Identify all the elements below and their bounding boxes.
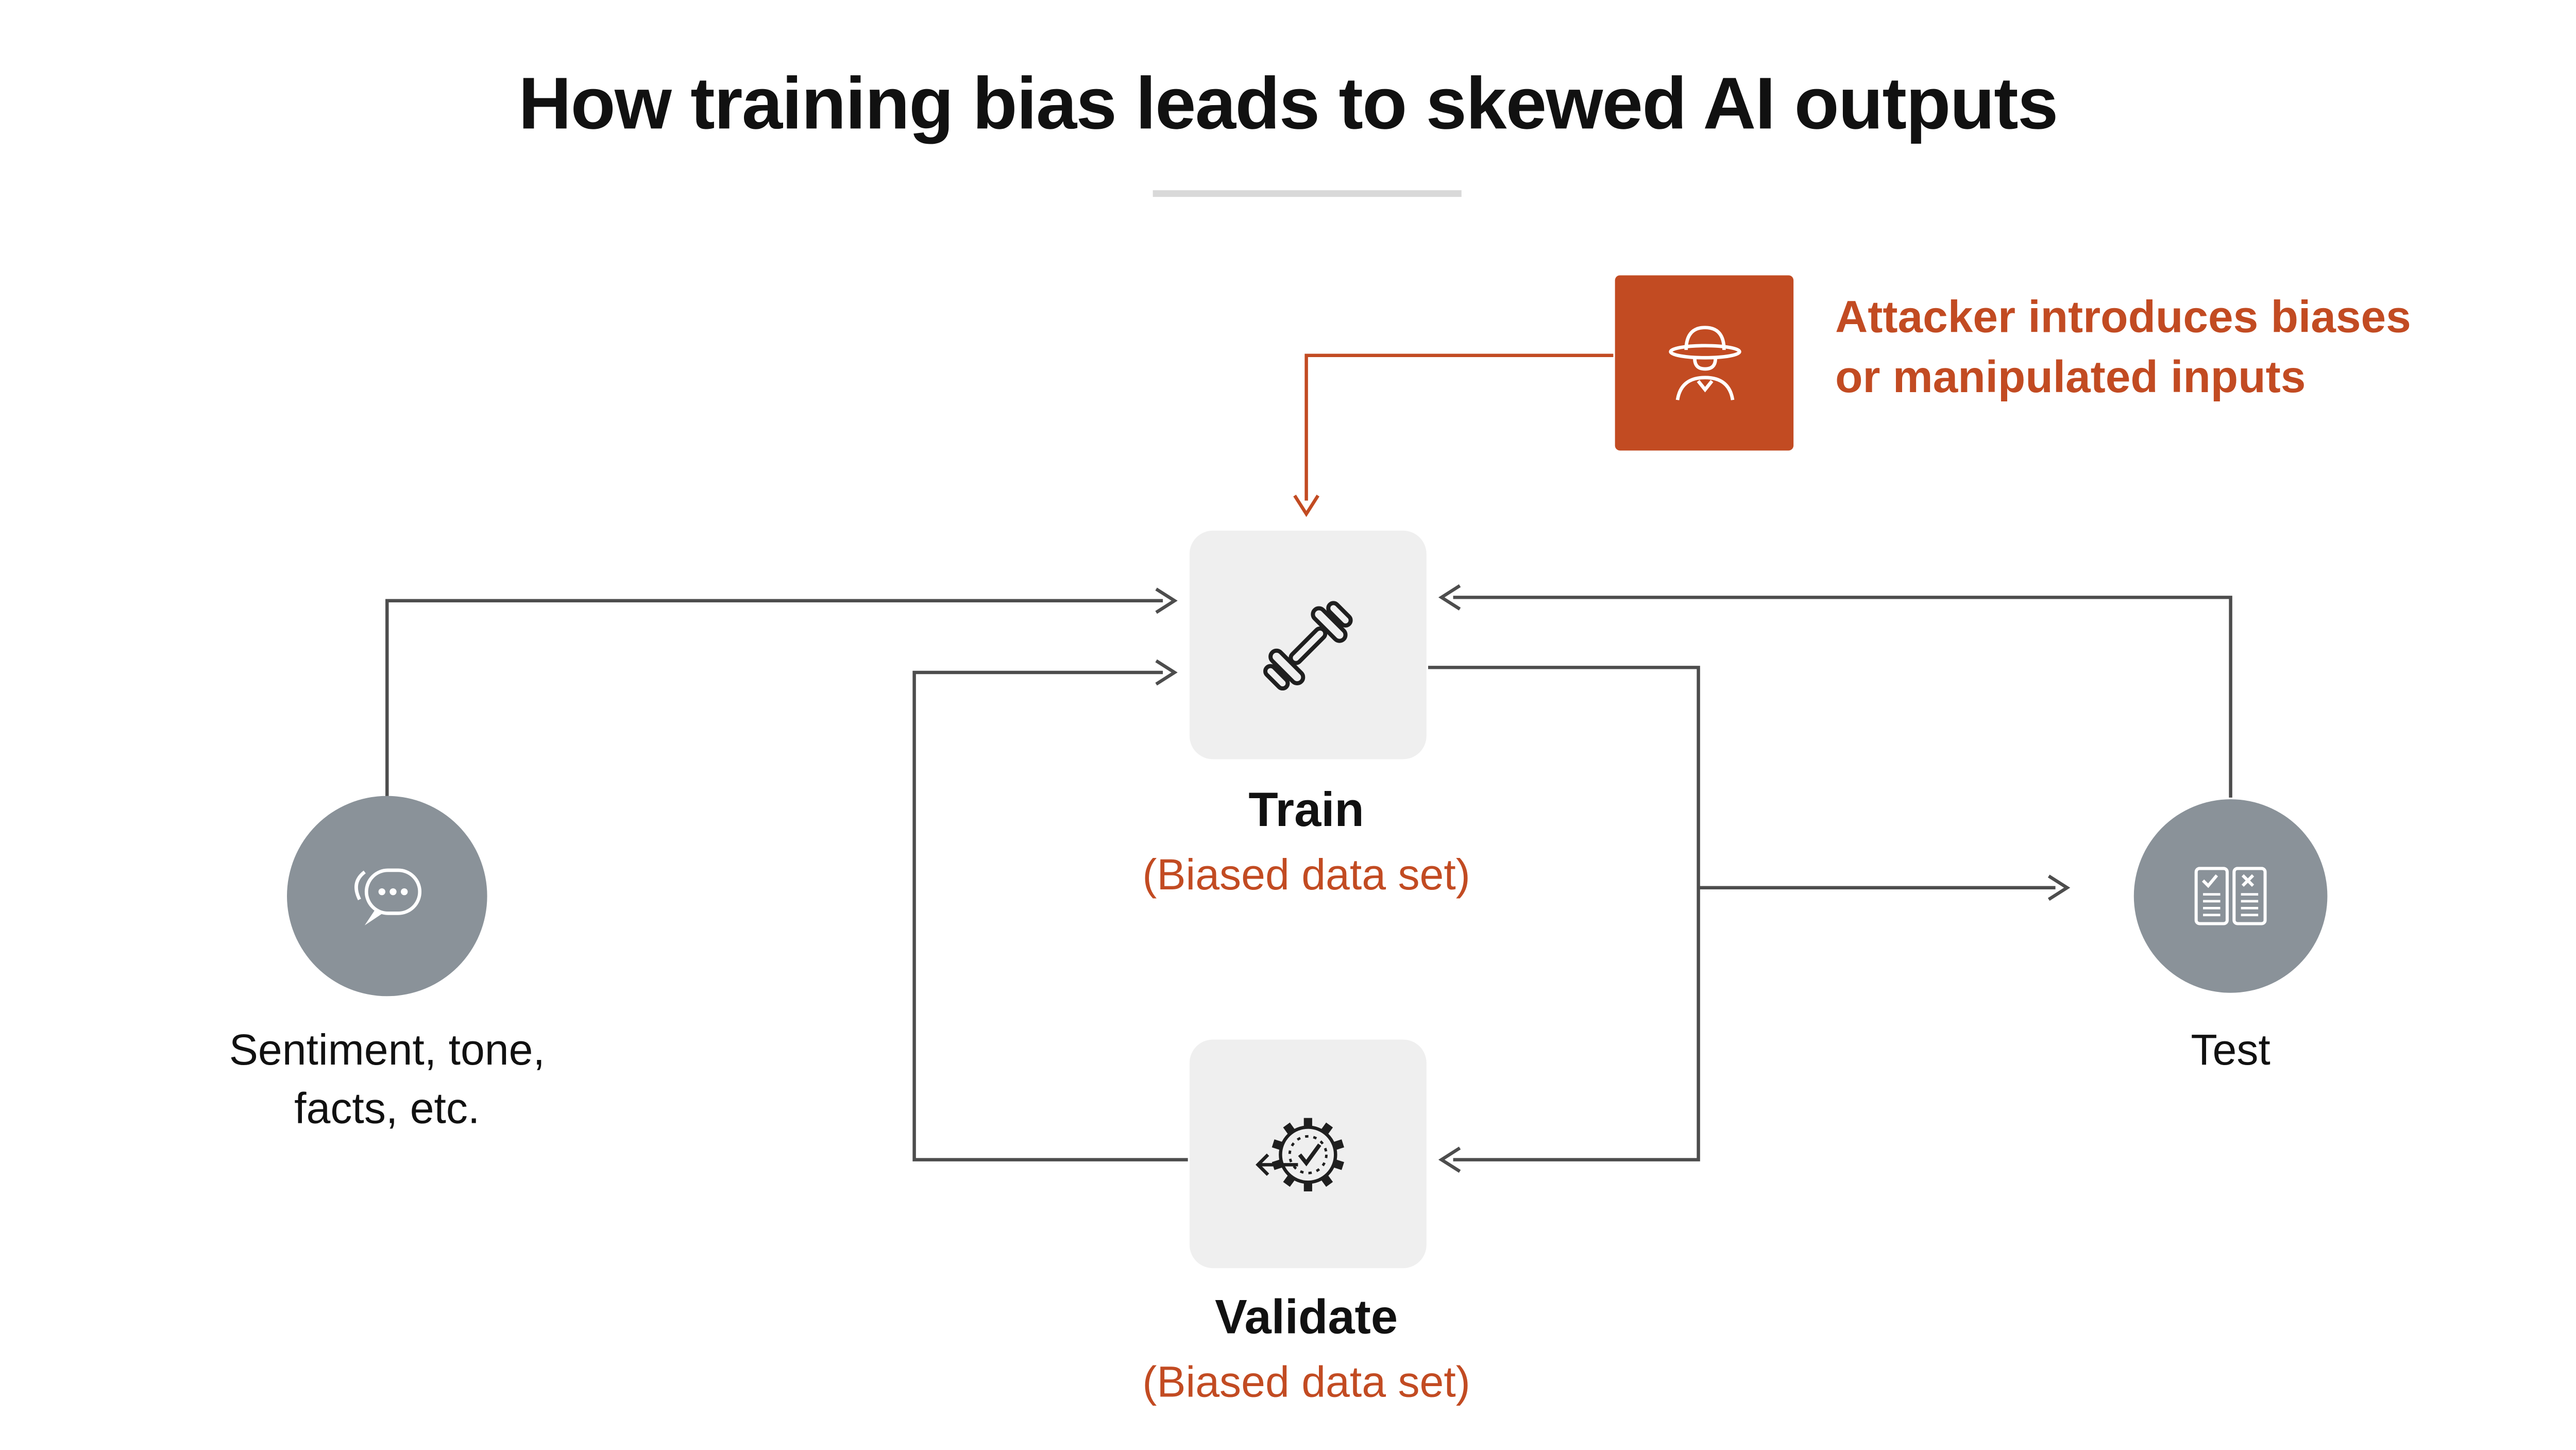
sentiment-node bbox=[286, 796, 487, 997]
connector-test-to-train bbox=[1453, 596, 2232, 798]
gear-check-icon bbox=[1256, 1117, 1344, 1191]
attacker-node bbox=[1615, 275, 1794, 451]
validate-label: Validate bbox=[1215, 1291, 1398, 1345]
title-divider bbox=[1153, 190, 1462, 197]
page-title: How training bias leads to skewed AI out… bbox=[518, 63, 2058, 145]
arrowhead-validate-to-train bbox=[1155, 659, 1178, 686]
attacker-annotation-line1: Attacker introduces biases bbox=[1835, 292, 2411, 342]
connector-train-to-validate bbox=[1428, 666, 1700, 1161]
test-node bbox=[2133, 799, 2328, 993]
train-node bbox=[1189, 530, 1427, 760]
sentiment-caption-line1: Sentiment, tone, bbox=[229, 1024, 545, 1075]
arrowhead-attacker-to-train bbox=[1293, 495, 1319, 517]
connector-attacker-to-train bbox=[1304, 353, 1614, 501]
validate-caption: Validate (Biased data set) bbox=[1056, 1291, 1556, 1408]
train-sublabel: (Biased data set) bbox=[1142, 849, 1470, 900]
arrowhead-train-to-test bbox=[2047, 874, 2071, 901]
spy-icon bbox=[1668, 325, 1741, 400]
train-label: Train bbox=[1248, 784, 1364, 838]
validate-node bbox=[1189, 1039, 1427, 1269]
test-caption: Test bbox=[2191, 1024, 2270, 1075]
checklist-icon bbox=[2194, 867, 2267, 925]
train-caption: Train (Biased data set) bbox=[1056, 784, 1556, 901]
arrowhead-test-to-train bbox=[1438, 584, 1461, 611]
connector-sentiment-to-train bbox=[385, 599, 1163, 798]
speech-bubble-icon bbox=[354, 868, 422, 925]
sentiment-caption-line2: facts, etc. bbox=[294, 1083, 480, 1133]
validate-sublabel: (Biased data set) bbox=[1142, 1356, 1470, 1407]
arrowhead-sentiment-to-train bbox=[1155, 587, 1178, 614]
arrowhead-train-to-validate bbox=[1438, 1146, 1461, 1173]
gear-teeth bbox=[1272, 1117, 1344, 1191]
sentiment-caption: Sentiment, tone, facts, etc. bbox=[120, 1021, 654, 1138]
connector-validate-to-train bbox=[912, 670, 1188, 1161]
attacker-annotation: Attacker introduces biases or manipulate… bbox=[1835, 287, 2536, 407]
attacker-annotation-line2: or manipulated inputs bbox=[1835, 352, 2306, 402]
dumbbell-icon bbox=[1263, 600, 1353, 690]
